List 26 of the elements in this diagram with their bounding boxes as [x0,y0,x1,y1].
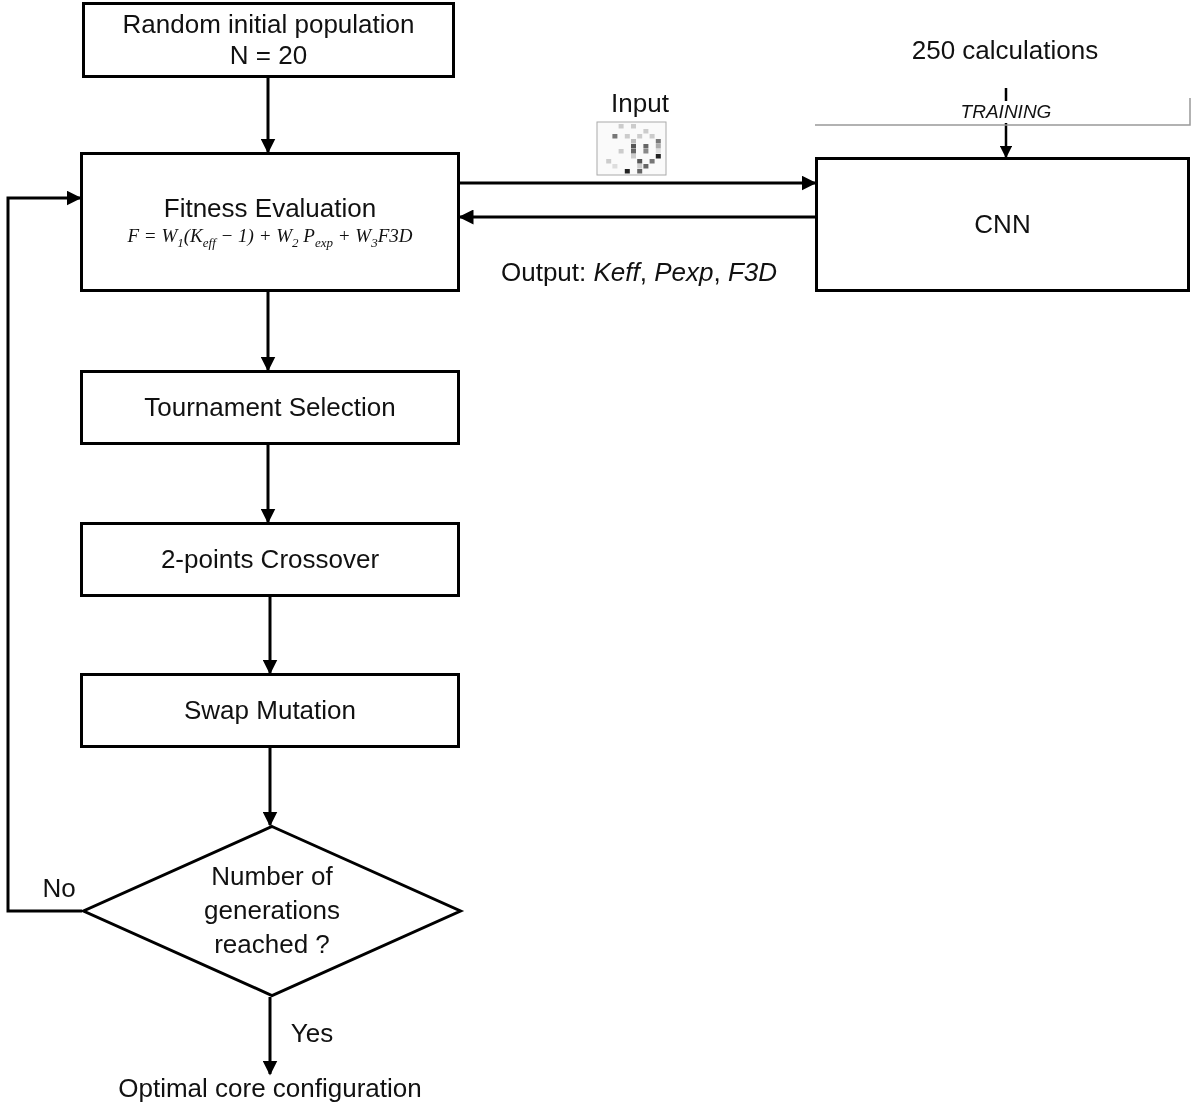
process-box [80,370,460,445]
decision-text: Number of generations reached ? [203,860,341,961]
box-title: Random initial population [122,8,415,40]
box-title: Swap Mutation [184,694,356,727]
process-box [82,2,455,78]
arrow [260,78,276,154]
text-label: Optimal core configuration [80,1074,460,1110]
process-box [815,157,1190,292]
arrow [262,748,278,827]
box-title: 2-points Crossover [160,543,380,576]
process-box [80,673,460,748]
box-title: Tournament Selection [144,391,396,424]
arrow [260,292,276,372]
box-title: CNN [974,208,1031,241]
arrow [262,597,278,675]
arrow [460,175,817,191]
formula: F = W$_{1}$(K$_{eff}$ − 1) + W$_{2}$ P$_{exp}$ + W$_{3}$F3D [127,223,413,252]
process-box [80,522,460,597]
process-box [80,152,460,292]
box-title: Fitness Evaluation [163,192,377,224]
text-label: 250 calculations [880,36,1130,88]
arrow [458,209,815,225]
arrow [262,997,278,1076]
box-subtitle: N = 20 [229,40,308,72]
arrow [6,190,82,913]
arrow [260,445,276,524]
